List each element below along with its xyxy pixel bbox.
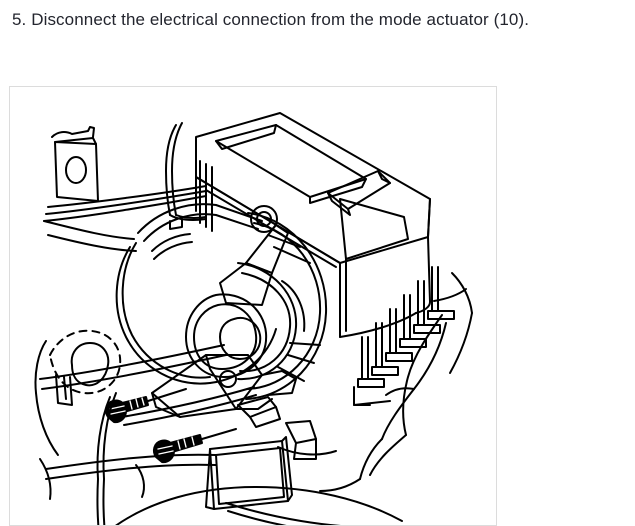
hvac-mode-actuator-line-drawing <box>10 87 496 525</box>
cooling-fins <box>353 266 455 406</box>
blower-housing-drum <box>115 203 328 400</box>
upper-right-cable <box>433 288 467 302</box>
drawing-linework <box>34 112 473 525</box>
mounting-screw-lower <box>152 428 237 464</box>
left-panel-recess <box>34 329 122 456</box>
upper-duct-frame <box>195 112 431 338</box>
actuator-linkage-arm <box>39 344 281 428</box>
lower-body-contour <box>45 392 403 525</box>
wiring-harness-cables <box>165 122 207 221</box>
bottom-left-hook-marks <box>39 458 145 500</box>
duct-flap-door <box>327 170 391 216</box>
lower-support-bracket <box>277 420 337 460</box>
figure-frame <box>9 86 497 526</box>
instruction-step-text: 5. Disconnect the electrical connection … <box>12 10 530 29</box>
